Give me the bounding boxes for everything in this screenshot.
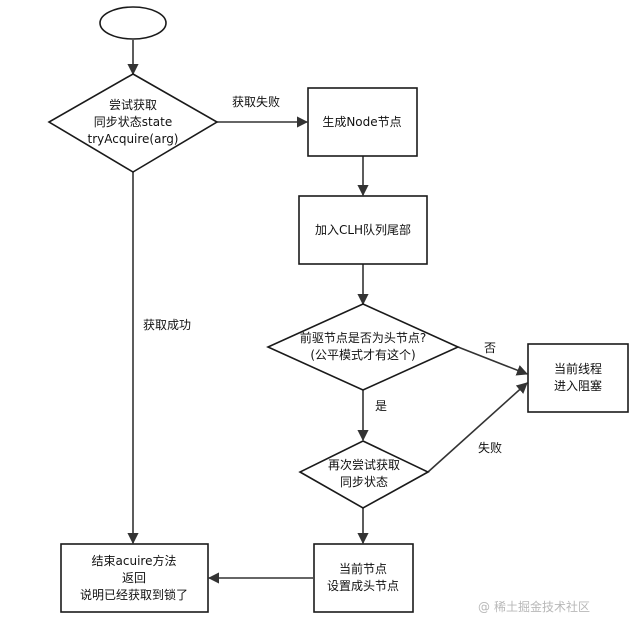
label-retry-fail: 失败: [478, 440, 502, 455]
watermark: @ 稀土掘金技术社区: [478, 599, 590, 614]
label-acquire-success: 获取成功: [143, 318, 191, 332]
watermark-symbol: @: [478, 600, 490, 614]
finish-line-2: 返回: [122, 571, 146, 585]
is-head-line-2: (公平模式才有这个): [310, 347, 415, 362]
try-acquire-line-1: 尝试获取: [109, 97, 157, 112]
edge-retry-to-block: [427, 382, 528, 473]
enqueue-box: 加入CLH队列尾部: [298, 195, 428, 265]
set-head-line-1: 当前节点: [339, 561, 387, 576]
set-head-box: 当前节点 设置成头节点: [313, 543, 414, 613]
create-node-label: 生成Node节点: [322, 115, 401, 129]
finish-line-1: 结束acuire方法: [92, 553, 177, 568]
block-line-1: 当前线程: [554, 361, 602, 376]
start-node: [99, 6, 167, 40]
is-head-decision: 前驱节点是否为头节点? (公平模式才有这个): [266, 303, 460, 391]
edge-ishead-to-block: [457, 346, 529, 376]
block-box: 当前线程 进入阻塞: [527, 343, 629, 413]
try-acquire-decision: 尝试获取 同步状态state tryAcquire(arg): [47, 73, 219, 173]
finish-line-3: 说明已经获取到锁了: [80, 587, 188, 602]
retry-line-1: 再次尝试获取: [328, 457, 400, 472]
try-acquire-line-2: 同步状态state: [94, 115, 172, 129]
retry-decision: 再次尝试获取 同步状态: [298, 440, 430, 509]
set-head-line-2: 设置成头节点: [327, 579, 399, 593]
enqueue-label: 加入CLH队列尾部: [315, 222, 411, 237]
connectors: [127, 40, 529, 584]
label-acquire-fail: 获取失败: [232, 94, 280, 109]
try-acquire-line-3: tryAcquire(arg): [87, 132, 178, 146]
block-line-2: 进入阻塞: [554, 378, 602, 393]
watermark-text: 稀土掘金技术社区: [494, 599, 590, 614]
label-no: 否: [484, 341, 496, 355]
retry-line-2: 同步状态: [340, 475, 388, 489]
finish-box: 结束acuire方法 返回 说明已经获取到锁了: [60, 543, 209, 613]
create-node-box: 生成Node节点: [307, 87, 418, 157]
is-head-line-1: 前驱节点是否为头节点?: [300, 330, 426, 345]
label-yes: 是: [375, 399, 387, 413]
